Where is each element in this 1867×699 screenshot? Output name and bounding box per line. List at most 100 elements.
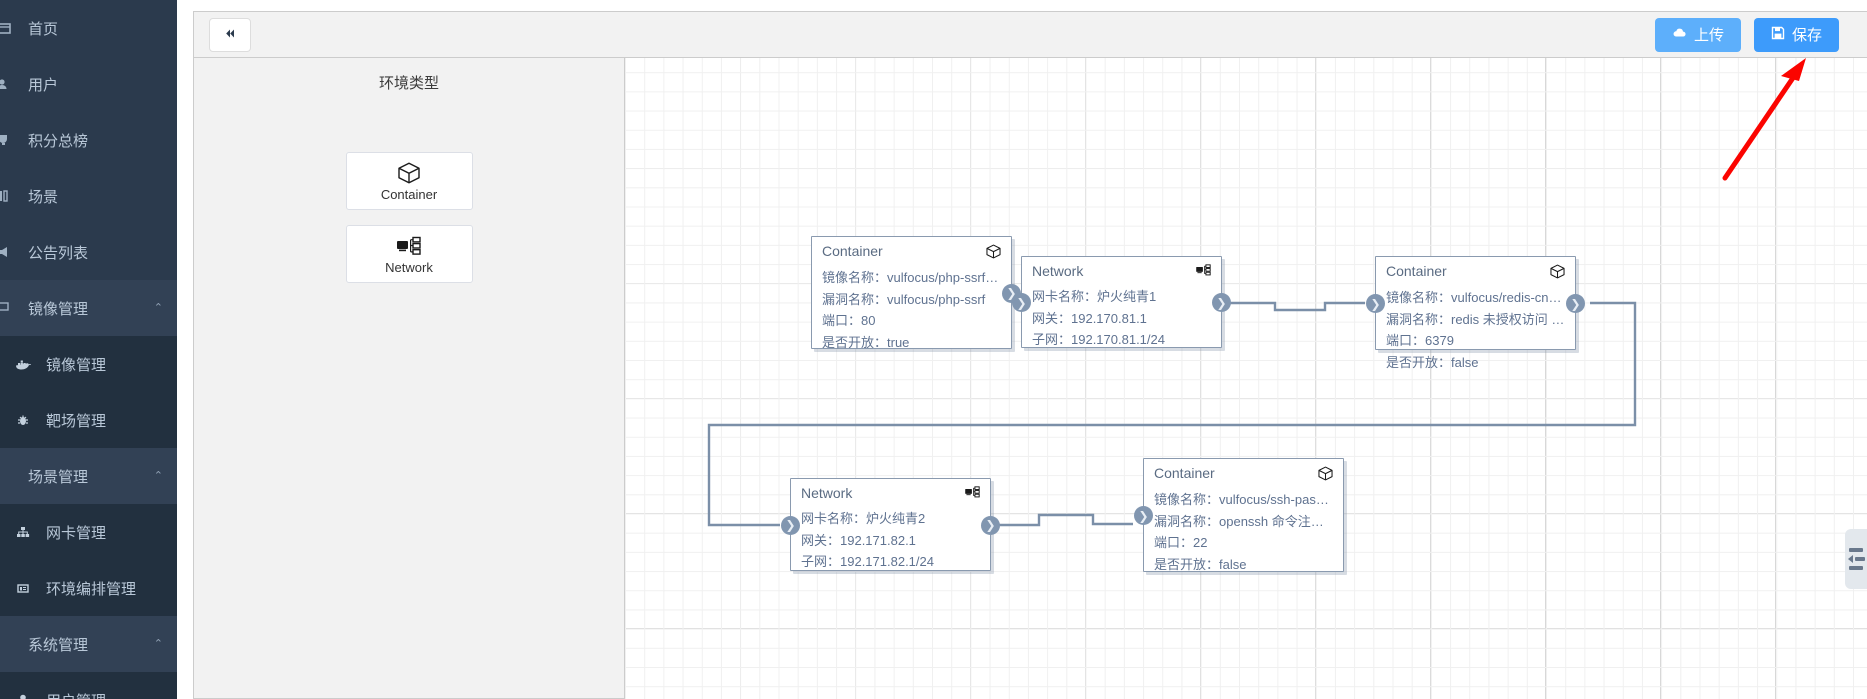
node-header: Container: [1144, 459, 1343, 482]
node-field: 网卡名称：炉火纯青2: [801, 511, 926, 526]
sidebar-item-environment-orchestration[interactable]: 环境编排管理: [0, 560, 177, 616]
sidebar-item-nic-management[interactable]: 网卡管理: [0, 504, 177, 560]
upload-button[interactable]: 上传: [1654, 17, 1741, 52]
palette-item-label: Container: [380, 187, 438, 202]
sidebar-group-scene-management[interactable]: 场景管理 ⌃: [0, 448, 177, 504]
sidebar-item-label: 场景: [28, 188, 59, 206]
handle-bar: [1849, 548, 1863, 552]
node-title: Container: [1154, 465, 1215, 481]
node-network-2[interactable]: Network 网卡名称：炉火纯青2 网关：192.171.82.1 子网：19…: [781, 478, 1000, 571]
sidebar-group-label: 场景管理: [28, 468, 89, 486]
node-field: 端口：22: [1154, 535, 1208, 550]
node-field: 是否开放：true: [822, 334, 910, 350]
node-field: 漏洞名称：vulfocus/php-ssrf: [822, 291, 986, 307]
edge-redis-to-net2: [707, 301, 1637, 527]
node-header: Container: [1376, 257, 1575, 280]
palette-title: 环境类型: [378, 75, 439, 92]
node-field: 是否开放：false: [1154, 556, 1247, 572]
sidebar-group-system-management[interactable]: 系统管理 ⌃: [0, 616, 177, 672]
bullhorn-icon: [0, 244, 22, 260]
edge-net1-to-redis: [1228, 301, 1365, 312]
node-container-php-ssrf[interactable]: Container 镜像名称：vulfocus/php-ssrf… 漏洞名称：v…: [811, 236, 1021, 350]
node-body: 网卡名称：炉火纯青1 网关：192.170.81.1 子网：192.170.81…: [1022, 279, 1221, 359]
image-group-icon: [0, 299, 22, 317]
window-icon: [10, 581, 36, 595]
node-port-in[interactable]: ❯: [781, 515, 800, 535]
node-body: 镜像名称：vulfocus/ssh-pas… 漏洞名称：openssh 命令注……: [1144, 482, 1343, 583]
node-field: 漏洞名称：redis 未授权访问 …: [1386, 311, 1565, 327]
edge-net2-to-ssh: [995, 513, 1133, 527]
sitemap-icon: [10, 525, 36, 539]
sidebar-item-label: 环境编排管理: [46, 580, 137, 598]
node-body: 网卡名称：炉火纯青2 网关：192.171.82.1 子网：192.171.82…: [791, 501, 990, 581]
sidebar-item-scene[interactable]: 场景: [0, 168, 177, 224]
sidebar-item-label: 用户管理: [46, 690, 106, 699]
palette-item-container[interactable]: Container: [345, 152, 473, 210]
save-button[interactable]: 保存: [1753, 17, 1839, 52]
node-field: 网卡名称：炉火纯青1: [1032, 289, 1157, 304]
sidebar-item-label: 靶场管理: [46, 412, 107, 430]
node-palette: 环境类型 Container: [193, 58, 625, 699]
node-port-out[interactable]: ❯: [1566, 294, 1585, 313]
sidebar-item-image-management[interactable]: 镜像管理: [0, 336, 177, 392]
main-area: 上传 保存 环境类型: [177, 0, 1867, 699]
node-field: 网关：192.171.82.1: [801, 532, 916, 548]
node-container-redis[interactable]: Container 镜像名称：vulfocus/redis-cn… 漏洞名称：r…: [1366, 256, 1585, 370]
node-field: 网关：192.170.81.1: [1032, 310, 1147, 326]
edge-layer: [707, 294, 1637, 527]
node-header: Container: [812, 237, 1011, 260]
node-field: 镜像名称：vulfocus/ssh-pas…: [1154, 492, 1329, 507]
sidebar-item-announcements[interactable]: 公告列表: [0, 224, 177, 280]
sidebar-item-user[interactable]: 用户: [0, 56, 177, 112]
node-port-in[interactable]: ❯: [1012, 293, 1031, 312]
sidebar: 首页 用户 积分总榜 场景 公告列表: [0, 0, 177, 699]
user-icon: [0, 76, 22, 92]
node-port-in[interactable]: ❯: [1366, 294, 1385, 313]
sidebar-subgroup-scene-management: 网卡管理 环境编排管理: [0, 504, 177, 616]
node-title: Network: [801, 485, 853, 501]
collapse-panel-button[interactable]: [209, 17, 251, 52]
node-header: Network: [791, 479, 990, 501]
sidebar-subgroup-system-management: 用户管理: [0, 672, 177, 699]
sidebar-item-label: 积分总榜: [28, 132, 89, 150]
network-icon: [964, 485, 981, 499]
node-field: 子网：192.171.82.1/24: [801, 554, 934, 569]
cube-icon: [1549, 263, 1566, 280]
node-field: 子网：192.170.81.1/24: [1032, 332, 1165, 347]
chevron-up-icon: ⌃: [153, 469, 163, 482]
right-panel-collapse-handle[interactable]: [1845, 529, 1867, 589]
network-icon: [1195, 263, 1212, 277]
editor-toolbar: 上传 保存: [193, 11, 1867, 58]
palette-item-network[interactable]: Network: [345, 225, 473, 283]
layers-icon: [0, 188, 22, 204]
node-port-out[interactable]: ❯: [981, 515, 1000, 535]
trophy-icon: [0, 132, 22, 148]
node-header: Network: [1022, 257, 1221, 279]
flow-canvas[interactable]: Container 镜像名称：vulfocus/php-ssrf… 漏洞名称：v…: [625, 58, 1867, 699]
node-container-ssh[interactable]: Container 镜像名称：vulfocus/ssh-pas… 漏洞名称：op…: [1134, 458, 1344, 572]
node-field: 是否开放：false: [1386, 354, 1479, 370]
node-port-in[interactable]: ❯: [1134, 506, 1153, 525]
sidebar-item-leaderboard[interactable]: 积分总榜: [0, 112, 177, 168]
node-body: 镜像名称：vulfocus/php-ssrf… 漏洞名称：vulfocus/ph…: [812, 260, 1011, 361]
node-title: Container: [822, 243, 883, 259]
double-chevron-left-icon: [223, 27, 238, 43]
sidebar-group-label: 系统管理: [28, 636, 89, 654]
chevron-up-icon: ⌃: [153, 301, 163, 314]
sidebar-subgroup-image-management: 镜像管理 靶场管理: [0, 336, 177, 448]
sidebar-group-image-management[interactable]: 镜像管理 ⌃: [0, 280, 177, 336]
chevron-up-icon: ⌃: [153, 637, 163, 650]
sidebar-item-label: 镜像管理: [46, 356, 107, 374]
node-field: 漏洞名称：openssh 命令注…: [1154, 513, 1324, 529]
sidebar-item-user-management[interactable]: 用户管理: [0, 672, 177, 699]
person-icon: [10, 693, 36, 699]
floppy-disk-icon: [1771, 26, 1785, 44]
sidebar-item-home[interactable]: 首页: [0, 0, 177, 56]
node-title: Network: [1032, 263, 1084, 279]
node-network-1[interactable]: Network 网卡名称：炉火纯青1 网关：192.170.81.1 子网：19…: [1012, 256, 1231, 348]
sidebar-item-target-range-management[interactable]: 靶场管理: [0, 392, 177, 448]
docker-icon: [10, 357, 36, 371]
node-port-out[interactable]: ❯: [1212, 293, 1231, 312]
sidebar-group-label: 镜像管理: [28, 300, 89, 318]
node-field: 镜像名称：vulfocus/php-ssrf…: [822, 270, 999, 285]
